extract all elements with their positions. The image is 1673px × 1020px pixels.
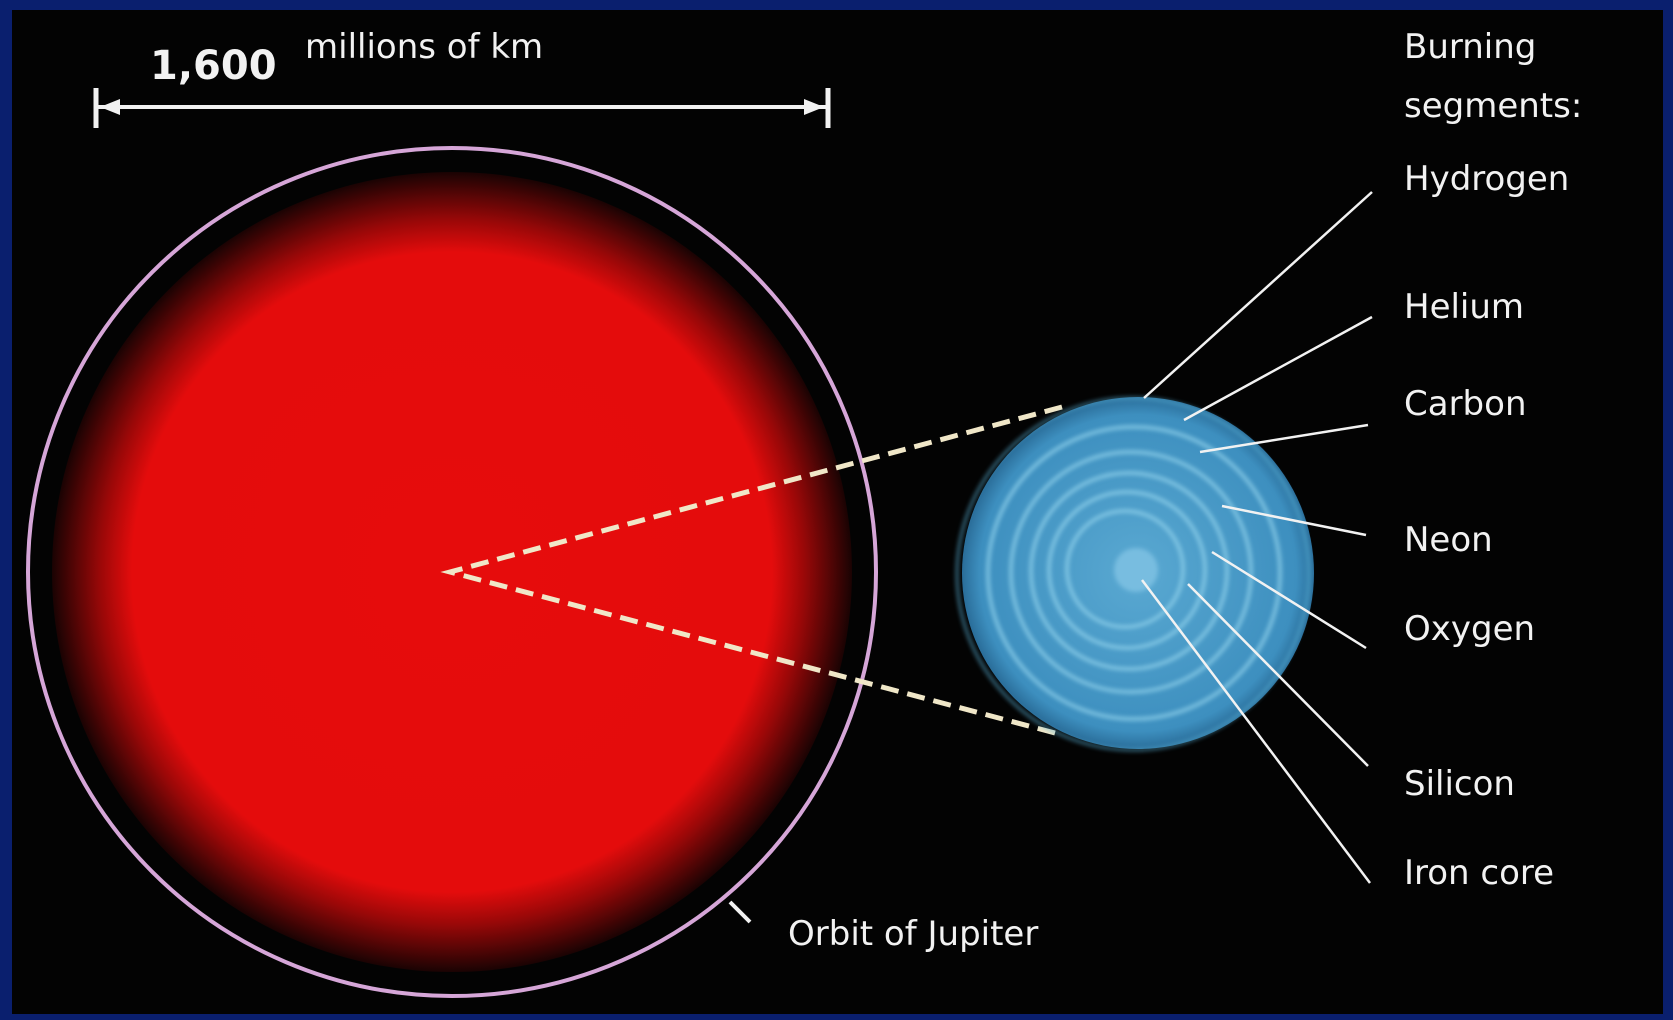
- legend-heading-line2: segments:: [1404, 86, 1582, 126]
- leader-neon: [1221, 504, 1367, 537]
- leader-iron-core: [1141, 579, 1371, 884]
- leader-hydrogen: [1143, 191, 1373, 399]
- layer-label-hydrogen: Hydrogen: [1404, 159, 1569, 199]
- zoom-wedge: [440, 404, 1063, 736]
- layer-label-silicon: Silicon: [1404, 764, 1515, 804]
- scale-bar: [93, 88, 831, 128]
- layer-label-carbon: Carbon: [1404, 384, 1527, 424]
- jupiter-orbit: [26, 146, 878, 998]
- scale-value: 1,600: [150, 43, 277, 89]
- arrow-right-icon: [804, 99, 824, 115]
- leader-silicon: [1187, 583, 1369, 767]
- leader-oxygen: [1211, 550, 1367, 650]
- stellar-core: [955, 396, 1314, 752]
- orbit-label: Orbit of Jupiter: [788, 914, 1038, 954]
- layer-label-neon: Neon: [1404, 520, 1493, 560]
- layer-label-iron-core: Iron core: [1404, 853, 1554, 893]
- arrow-left-icon: [100, 99, 120, 115]
- scale-unit: millions of km: [305, 27, 543, 67]
- layer-label-oxygen: Oxygen: [1404, 609, 1535, 649]
- layer-label-helium: Helium: [1404, 287, 1524, 327]
- leader-helium: [1183, 315, 1373, 422]
- orbit-pointer: [728, 900, 752, 924]
- leader-lines: [1141, 191, 1373, 884]
- iron-core: [1114, 548, 1158, 592]
- leader-carbon: [1199, 423, 1369, 454]
- legend-heading-line1: Burning: [1404, 27, 1536, 67]
